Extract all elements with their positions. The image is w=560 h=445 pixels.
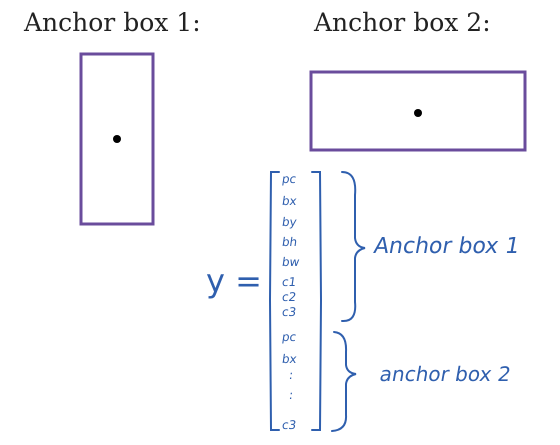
vector-entry: pc — [281, 172, 298, 186]
anchor-box-1-center — [113, 135, 121, 143]
vector-entry: bx — [281, 352, 298, 366]
vector-entry: c3 — [281, 418, 298, 432]
y-equals: y = — [206, 262, 262, 300]
anchor-box-1-title: Anchor box 1: — [24, 8, 201, 37]
vector-left-bracket — [268, 171, 280, 431]
vector-entry: c2 — [281, 290, 298, 304]
vector-entry: by — [281, 215, 298, 229]
curly-brace-anchor-2 — [331, 331, 357, 432]
anchor-box-2-title: Anchor box 2: — [314, 8, 491, 37]
vector-entry: bx — [281, 194, 298, 208]
vector-entry: bw — [281, 255, 301, 269]
vector-entry: pc — [281, 330, 298, 344]
anchor-box-2 — [309, 70, 527, 152]
curly-brace-anchor-1 — [341, 171, 366, 323]
vector-entry: c1 — [281, 275, 298, 289]
vector-entry: bh — [281, 235, 299, 249]
vector-entry: c3 — [281, 305, 298, 319]
anchor-box-1 — [79, 52, 155, 226]
brace-label-anchor-box-2: anchor box 2 — [377, 362, 513, 386]
brace-label-anchor-box-1: Anchor box 1 — [371, 234, 522, 259]
vector-right-bracket — [311, 171, 323, 431]
anchor-box-2-center — [414, 109, 422, 117]
